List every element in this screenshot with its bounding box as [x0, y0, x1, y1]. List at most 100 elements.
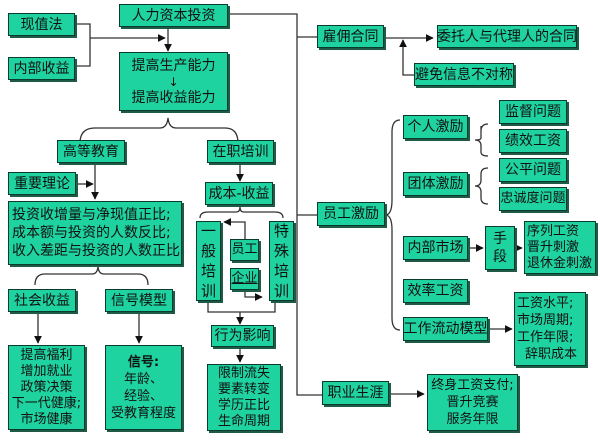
detail-line: 下一代健康;: [11, 395, 82, 411]
down-arrow-icon: ↓: [168, 74, 179, 89]
detail-line: 学历正比: [217, 397, 270, 413]
node-label-income: 提高收益能力: [131, 89, 216, 106]
node-behavior-detail[interactable]: 限制流失 要素转变 学历正比 生命周期: [207, 364, 281, 431]
brace-individual: [474, 123, 489, 157]
node-label: 忠诚度问题: [500, 191, 566, 206]
node-employment-contract[interactable]: 雇佣合同: [317, 25, 384, 48]
node-label: 工作流动模型: [403, 321, 488, 337]
detail-line: 政策决策: [20, 379, 73, 395]
connector-employee: [223, 218, 246, 239]
node-label-productivity: 提高生产能力: [131, 57, 216, 74]
detail-line: 市场健康: [20, 411, 73, 427]
detail-line: 受教育程度: [110, 405, 176, 421]
brace-group: [474, 167, 489, 205]
signal-title: 信号:: [127, 354, 160, 370]
node-label: 高等教育: [63, 143, 119, 160]
node-group-incentive[interactable]: 团体激励: [403, 172, 468, 196]
brace-incentive: [385, 119, 401, 331]
detail-line: 市场周期;: [517, 313, 574, 328]
node-principal-agent-contract[interactable]: 委托人与代理人的合同: [437, 25, 577, 48]
node-label: 社会收益: [14, 292, 70, 309]
node-loyalty-issue[interactable]: 忠诚度问题: [499, 187, 567, 211]
node-label: 手段: [493, 231, 507, 265]
node-supervision-issue[interactable]: 监督问题: [499, 100, 567, 124]
node-human-capital-investment[interactable]: 人力资本投资: [119, 4, 228, 27]
node-job-flow-items[interactable]: 工资水平; 市场周期; 工作年限; 辞职成本: [514, 292, 586, 366]
detail-line: 增加就业: [20, 363, 73, 379]
theory-line: 投资收增量与净现值正比;: [12, 207, 171, 223]
node-label: 特殊培训: [273, 222, 289, 300]
connector-training-join: [207, 300, 276, 324]
node-label: 现值法: [20, 16, 63, 33]
node-label: 一般培训: [200, 222, 216, 300]
node-internal-market-items[interactable]: 序列工资 晋升刺激 退休金刺激: [524, 221, 596, 274]
node-label: 避免信息不对称: [415, 66, 513, 83]
node-means[interactable]: 手段: [485, 226, 515, 270]
node-cost-benefit[interactable]: 成本-收益: [205, 182, 273, 205]
node-social-benefit-detail[interactable]: 提高福利 增加就业 政策决策 下一代健康; 市场健康: [8, 345, 85, 430]
node-performance-pay[interactable]: 绩效工资: [499, 129, 567, 153]
connector-inputs: [75, 23, 165, 67]
node-enterprise[interactable]: 企业: [230, 268, 259, 290]
node-theory-detail[interactable]: 投资收增量与净现值正比; 成本额与投资的人数反比; 收入差距与投资的人数正比: [8, 201, 182, 265]
node-label: 内部收益: [13, 60, 70, 77]
node-label: 绩效工资: [505, 133, 561, 149]
node-individual-incentive[interactable]: 个人激励: [403, 115, 468, 139]
node-signal-model[interactable]: 信号模型: [105, 289, 173, 312]
node-label: 职业生涯: [327, 385, 384, 401]
node-label: 内部市场: [407, 240, 464, 256]
node-career[interactable]: 职业生涯: [322, 381, 389, 405]
detail-line: 晋升刺激: [527, 239, 580, 255]
detail-line: 退休金刺激: [527, 255, 593, 271]
node-career-items[interactable]: 终身工资支付; 晋升竞赛 服务年限: [427, 374, 518, 431]
node-present-value[interactable]: 现值法: [8, 13, 75, 36]
detail-line: 提高福利: [20, 347, 73, 363]
node-label: 雇佣合同: [322, 28, 379, 45]
node-efficiency-wage[interactable]: 效率工资: [403, 279, 468, 303]
brace-theory: [34, 264, 149, 286]
node-on-job-training[interactable]: 在职培训: [207, 140, 274, 163]
node-core-ability[interactable]: 提高生产能力 ↓ 提高收益能力: [119, 52, 228, 111]
node-signal-detail[interactable]: 信号: 年龄、 经验、 受教育程度: [105, 345, 182, 430]
brace-core: [79, 117, 239, 144]
node-social-benefit[interactable]: 社会收益: [8, 289, 76, 312]
detail-line: 要素转变: [217, 381, 270, 397]
theory-line: 收入差距与投资的人数正比: [12, 243, 180, 259]
node-special-training[interactable]: 特殊培训: [269, 221, 294, 301]
node-behavior-impact[interactable]: 行为影响: [211, 325, 274, 347]
node-employee-incentive[interactable]: 员工激励: [317, 202, 385, 226]
connector-title-trunk: [228, 13, 322, 396]
node-important-theory[interactable]: 重要理论: [8, 172, 76, 195]
detail-line: 辞职成本: [525, 347, 578, 362]
brace-cost: [199, 206, 284, 219]
node-internal-market[interactable]: 内部市场: [403, 236, 468, 260]
node-label: 重要理论: [14, 175, 70, 192]
node-general-training[interactable]: 一般培训: [196, 221, 221, 301]
node-label: 委托人与代理人的合同: [437, 28, 577, 45]
node-label: 企业: [231, 271, 258, 286]
node-avoid-info-asymmetry[interactable]: 避免信息不对称: [414, 63, 514, 86]
node-fairness-issue[interactable]: 公平问题: [499, 158, 567, 182]
node-label: 效率工资: [407, 283, 464, 299]
node-label: 在职培训: [212, 143, 269, 160]
theory-line: 成本额与投资的人数反比;: [12, 225, 171, 241]
detail-line: 工作年限;: [517, 330, 574, 345]
node-irr[interactable]: 内部收益: [8, 57, 75, 80]
node-label: 个人激励: [407, 119, 464, 135]
node-label: 成本-收益: [208, 185, 270, 202]
detail-line: 晋升竞赛: [446, 395, 499, 410]
node-label: 行为影响: [214, 328, 271, 344]
detail-line: 工资水平;: [517, 296, 574, 311]
detail-line: 限制流失: [217, 365, 270, 381]
node-higher-education[interactable]: 高等教育: [57, 140, 125, 163]
detail-line: 年龄、: [123, 371, 163, 387]
connector-enterprise: [244, 291, 263, 301]
node-label: 员工激励: [323, 206, 379, 222]
detail-line: 服务年限: [446, 412, 499, 427]
node-job-flow-model[interactable]: 工作流动模型: [403, 317, 488, 341]
detail-line: 终身工资支付;: [431, 378, 514, 393]
detail-line: 序列工资: [527, 223, 580, 239]
node-employee[interactable]: 员工: [230, 239, 259, 261]
